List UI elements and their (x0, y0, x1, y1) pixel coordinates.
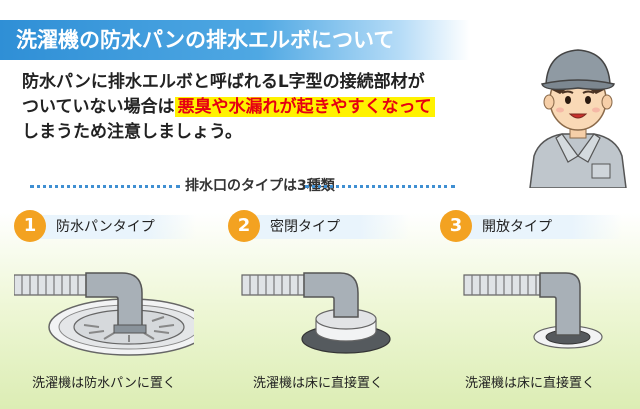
intro-line-2: ついていない場合は悪臭や水漏れが起きやすくなって (22, 95, 522, 120)
intro-line-3: しまうため注意しましょう。 (22, 122, 242, 142)
worker-cap (545, 49, 611, 85)
intro-line-1: 防水パンに排水エルボと呼ばれるL字型の接続部材が (22, 72, 425, 92)
type-label-bar: 防水パンタイプ (28, 215, 196, 239)
drain-hose (14, 274, 87, 296)
subtitle-row: 排水口のタイプは3種類 (30, 176, 455, 196)
intro-line-2-prefix: ついていない場合は (22, 97, 175, 117)
worker-shirt (529, 133, 627, 188)
dotted-divider-right (305, 185, 455, 188)
type-label-bar: 開放タイプ (454, 215, 622, 239)
number-badge: 2 (228, 210, 260, 242)
page-title: 洗濯機の防水パンの排水エルボについて (16, 28, 395, 52)
open-type-illustration (463, 272, 603, 349)
drain-type-1: 防水パンタイプ 1 洗濯機は防水パンに置く (14, 210, 196, 400)
worker-collar-right (577, 133, 601, 163)
worker-collar-left (555, 133, 579, 163)
type-name: 密閉タイプ (270, 219, 340, 235)
pan-type-illustration (14, 272, 194, 356)
worker-pocket (591, 163, 611, 179)
drain-type-3: 開放タイプ 3 洗濯機は床に直接置く (440, 210, 622, 400)
type-caption: 洗濯機は床に直接置く (464, 376, 595, 391)
intro-highlight: 悪臭や水漏れが起きやすくなって (174, 97, 435, 117)
type-caption: 洗濯機は床に直接置く (252, 376, 383, 391)
sealed-type-illustration (241, 272, 391, 354)
drain-type-2: 密閉タイプ 2 洗濯機は床に直接置く (228, 210, 410, 400)
intro-text: 防水パンに排水エルボと呼ばれるL字型の接続部材が ついていない場合は悪臭や水漏れ… (22, 70, 522, 145)
title-banner: 洗濯機の防水パンの排水エルボについて (0, 20, 470, 60)
type-caption: 洗濯機は防水パンに置く (32, 376, 176, 391)
drain-elbow (303, 272, 359, 318)
subtitle: 排水口のタイプは3種類 (185, 178, 335, 194)
worker-cap-brim (541, 79, 615, 91)
type-name: 開放タイプ (482, 219, 552, 235)
number-badge: 1 (14, 210, 46, 242)
type-label-bar: 密閉タイプ (242, 215, 410, 239)
dotted-divider-left (30, 185, 180, 188)
type-name: 防水パンタイプ (56, 219, 155, 235)
worker-illustration (529, 49, 627, 188)
drain-elbow (539, 272, 581, 336)
number-badge: 3 (440, 210, 472, 242)
drain-hose (241, 274, 305, 296)
